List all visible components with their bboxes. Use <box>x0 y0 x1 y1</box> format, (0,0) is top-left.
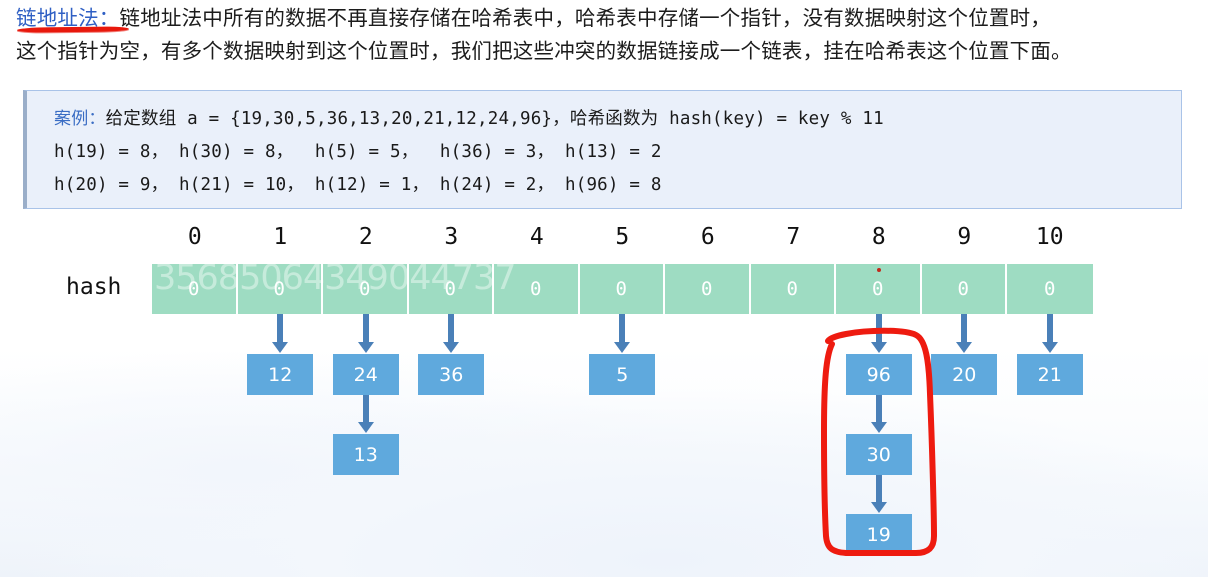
chain-node-10-21: 21 <box>1016 354 1083 395</box>
chain-arrow-3-0 <box>448 314 455 343</box>
example-line-3: h(20) = 9， h(21) = 10， h(12) = 1， h(24) … <box>54 175 662 195</box>
bucket-index-1: 1 <box>273 224 288 250</box>
chain-node-2-24: 24 <box>332 354 399 395</box>
hash-cell-2: 0 <box>323 264 409 314</box>
intro-line-2: 这个指针为空，有多个数据映射到这个位置时，我们把这些冲突的数据链接成一个链表，挂… <box>16 40 1072 63</box>
example-box: 案例：给定数组 a = {19,30,5,36,13,20,21,12,24,9… <box>23 90 1182 209</box>
chain-arrow-8-2 <box>875 475 882 503</box>
intro-line-1: 链地址法：链地址法中所有的数据不再直接存储在哈希表中，哈希表中存储一个指针，没有… <box>16 2 1201 35</box>
bucket-index-8: 8 <box>871 224 886 250</box>
example-label: 案例： <box>54 109 106 129</box>
hash-cell-10: 0 <box>1007 264 1093 314</box>
bucket-index-7: 7 <box>786 224 801 250</box>
bucket-index-row: 0 1 2 3 4 5 6 7 8 9 10 <box>152 222 1093 254</box>
chain-node-8-30: 30 <box>845 434 912 475</box>
chain-arrow-2-1 <box>362 395 369 423</box>
hash-cell-7: 0 <box>750 264 836 314</box>
bucket-index-9: 9 <box>957 224 972 250</box>
chain-arrow-10-0 <box>1046 314 1053 343</box>
hash-cell-0: 0 <box>152 264 238 314</box>
intro-paragraph: 链地址法：链地址法中所有的数据不再直接存储在哈希表中，哈希表中存储一个指针，没有… <box>16 2 1201 68</box>
hash-cell-9: 0 <box>921 264 1007 314</box>
chain-node-8-96: 96 <box>845 354 912 395</box>
bucket-index-6: 6 <box>700 224 715 250</box>
chain-arrow-2-0 <box>362 314 369 343</box>
hash-cell-5: 0 <box>579 264 665 314</box>
red-dot-marker <box>877 268 881 272</box>
chain-node-5-5: 5 <box>589 354 656 395</box>
bucket-index-4: 4 <box>529 224 544 250</box>
chain-node-2-13: 13 <box>332 434 399 475</box>
chain-node-3-36: 36 <box>418 354 485 395</box>
chain-node-9-20: 20 <box>931 354 998 395</box>
hash-row-label: hash <box>66 274 122 300</box>
example-line-1-text: 给定数组 a = {19,30,5,36,13,20,21,12,24,96}，… <box>105 109 884 129</box>
example-line-1: 案例：给定数组 a = {19,30,5,36,13,20,21,12,24,9… <box>54 104 884 130</box>
hash-cell-6: 0 <box>665 264 751 314</box>
chain-node-8-19: 19 <box>845 514 912 555</box>
chain-node-1-12: 12 <box>247 354 314 395</box>
bucket-index-3: 3 <box>444 224 459 250</box>
chain-arrow-8-0 <box>875 314 882 343</box>
chain-arrow-9-0 <box>961 314 968 343</box>
example-line-2: h(19) = 8， h(30) = 8， h(5) = 5， h(36) = … <box>54 142 662 162</box>
hash-cell-3: 0 <box>408 264 494 314</box>
chain-arrow-5-0 <box>619 314 626 343</box>
bucket-index-5: 5 <box>615 224 630 250</box>
bucket-index-2: 2 <box>358 224 373 250</box>
hash-cell-8: 0 <box>836 264 922 314</box>
intro-line-1-text: 链地址法中所有的数据不再直接存储在哈希表中，哈希表中存储一个指针，没有数据映射这… <box>119 7 1051 30</box>
term-highlight: 链地址法： <box>16 7 120 30</box>
chain-arrow-1-0 <box>277 314 284 343</box>
hash-cell-4: 0 <box>494 264 580 314</box>
hash-cell-1: 0 <box>237 264 323 314</box>
bucket-index-0: 0 <box>187 224 202 250</box>
bucket-index-10: 10 <box>1035 224 1064 250</box>
chain-arrow-8-1 <box>875 395 882 423</box>
